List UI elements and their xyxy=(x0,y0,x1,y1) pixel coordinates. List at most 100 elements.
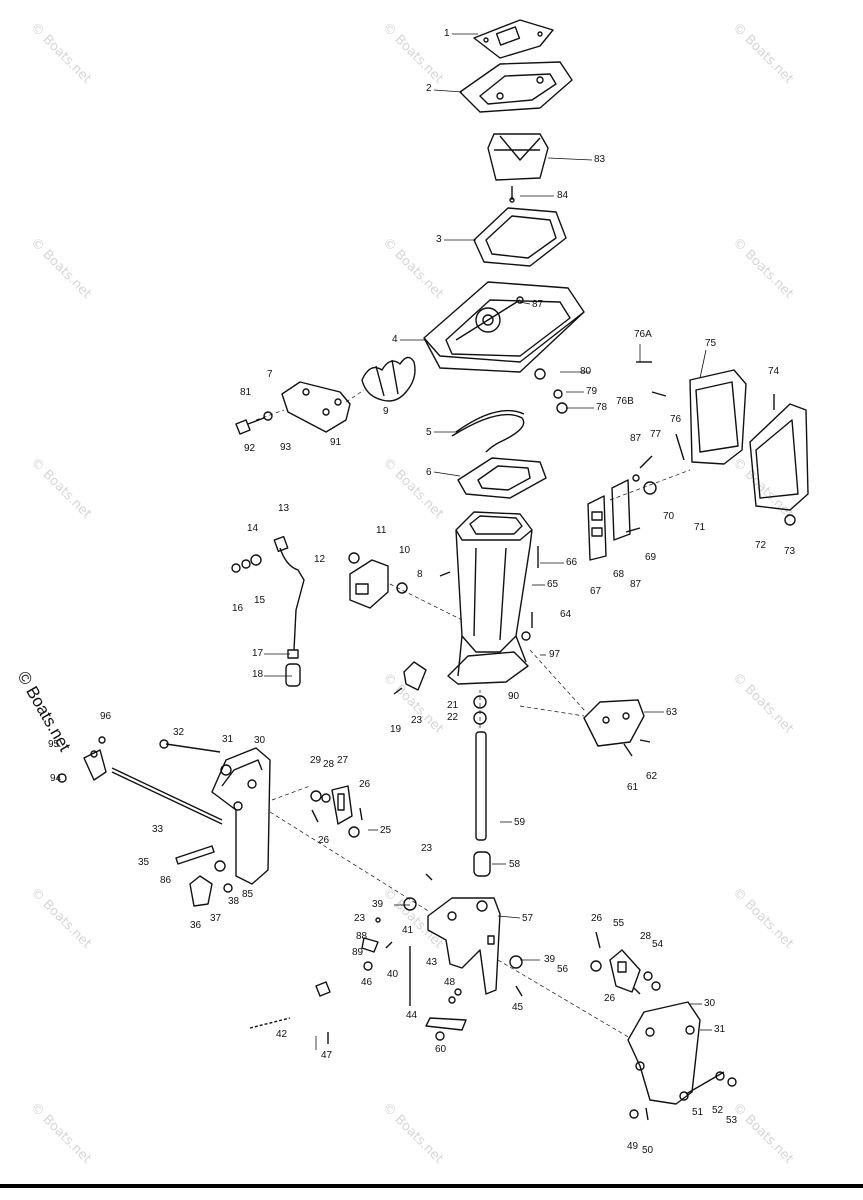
callout-46: 46 xyxy=(361,977,373,988)
hose xyxy=(451,409,525,453)
lever xyxy=(425,1017,467,1031)
callout-45: 45 xyxy=(512,1002,524,1013)
callout-62: 62 xyxy=(646,771,658,782)
callout-67: 67 xyxy=(590,586,602,597)
callout-54: 54 xyxy=(652,939,664,950)
shift-bracket xyxy=(281,381,351,433)
callout-35: 35 xyxy=(138,857,150,868)
callout-53: 53 xyxy=(726,1115,738,1126)
callout-9: 9 xyxy=(383,406,389,417)
callout-32: 32 xyxy=(173,727,185,738)
slot-plate-right xyxy=(609,949,641,993)
bolt xyxy=(235,411,273,435)
callout-28b: 28 xyxy=(640,931,652,942)
callout-6: 6 xyxy=(426,467,432,478)
exhaust-cup xyxy=(487,133,549,181)
clamp-bracket-right xyxy=(627,1001,701,1105)
callout-15: 15 xyxy=(254,595,266,606)
callout-79: 79 xyxy=(586,386,598,397)
callout-25: 25 xyxy=(380,825,392,836)
callout-76a: 76A xyxy=(634,329,652,340)
callout-89: 89 xyxy=(352,947,364,958)
callout-72: 72 xyxy=(755,540,767,551)
callout-81: 81 xyxy=(240,387,252,398)
grommet xyxy=(285,649,301,687)
callout-29: 29 xyxy=(310,755,322,766)
callout-18: 18 xyxy=(252,669,264,680)
callout-77: 77 xyxy=(650,429,662,440)
leader-lines xyxy=(264,33,712,1050)
callout-59: 59 xyxy=(514,817,526,828)
callout-42: 42 xyxy=(276,1029,288,1040)
callout-13: 13 xyxy=(278,503,290,514)
callout-95: 95 xyxy=(48,739,60,750)
callout-75: 75 xyxy=(705,338,717,349)
callout-68: 68 xyxy=(613,569,625,580)
seal-ring xyxy=(473,207,567,267)
callout-4: 4 xyxy=(392,334,398,345)
tilt-rods xyxy=(111,739,223,825)
callout-36: 36 xyxy=(190,920,202,931)
adapter-plate xyxy=(423,281,585,373)
callout-31b: 31 xyxy=(714,1024,726,1035)
callout-19: 19 xyxy=(390,724,402,735)
callout-48: 48 xyxy=(444,977,456,988)
callout-87b: 87 xyxy=(630,433,642,444)
driveshaft-housing xyxy=(447,511,533,685)
callout-30a: 30 xyxy=(254,735,266,746)
callout-26c: 26 xyxy=(591,913,603,924)
callout-65: 65 xyxy=(547,579,559,590)
callout-26b: 26 xyxy=(318,835,330,846)
steering-tube xyxy=(473,731,491,877)
callout-8: 8 xyxy=(417,569,423,580)
gasket xyxy=(457,457,547,499)
washers xyxy=(231,554,262,573)
callout-26a: 26 xyxy=(359,779,371,790)
callout-97: 97 xyxy=(549,649,561,660)
callout-69: 69 xyxy=(645,552,657,563)
callout-51: 51 xyxy=(692,1107,704,1118)
callout-83: 83 xyxy=(594,154,606,165)
callout-23b: 23 xyxy=(421,843,433,854)
callout-49: 49 xyxy=(627,1141,639,1152)
exhaust-cover-halves xyxy=(689,369,809,511)
callout-1: 1 xyxy=(444,28,450,39)
callout-86: 86 xyxy=(160,875,172,886)
callout-93: 93 xyxy=(280,442,292,453)
gasket-top xyxy=(473,19,554,59)
callout-26d: 26 xyxy=(604,993,616,1004)
callout-87: 87 xyxy=(532,299,544,310)
screw xyxy=(509,186,515,203)
callout-7: 7 xyxy=(267,369,273,380)
callout-17: 17 xyxy=(252,648,264,659)
callout-76: 76 xyxy=(670,414,682,425)
callout-23c: 23 xyxy=(354,913,366,924)
callout-78: 78 xyxy=(596,402,608,413)
callout-66: 66 xyxy=(566,557,578,568)
callout-11: 11 xyxy=(376,525,387,536)
rod-42 xyxy=(249,1017,291,1029)
callout-58: 58 xyxy=(509,859,521,870)
callout-39b: 39 xyxy=(544,954,556,965)
callout-12: 12 xyxy=(314,554,326,565)
callout-30b: 30 xyxy=(704,998,716,1009)
upper-cover-plate xyxy=(459,61,573,113)
coil-spring xyxy=(361,356,416,402)
callout-94: 94 xyxy=(50,773,62,784)
callout-22: 22 xyxy=(447,712,459,723)
callout-76b: 76B xyxy=(616,396,634,407)
callout-74: 74 xyxy=(768,366,780,377)
callout-27: 27 xyxy=(337,755,349,766)
callout-38: 38 xyxy=(228,896,240,907)
callout-63: 63 xyxy=(666,707,678,718)
callout-43: 43 xyxy=(426,957,438,968)
callout-60: 60 xyxy=(435,1044,447,1055)
clamp-screw-pad xyxy=(189,875,213,907)
callout-23a: 23 xyxy=(411,715,423,726)
callout-37: 37 xyxy=(210,913,222,924)
lower-bracket xyxy=(583,699,645,747)
callout-88: 88 xyxy=(356,931,368,942)
callout-39a: 39 xyxy=(372,899,384,910)
